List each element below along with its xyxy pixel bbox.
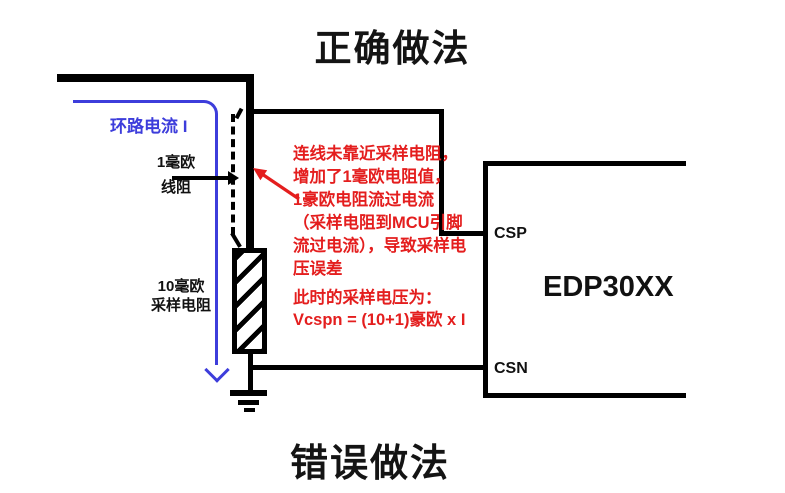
wire-top-horizontal [57,74,254,82]
chip-name-label: EDP30XX [543,271,674,303]
wire-csp-vertical [439,109,444,236]
dashed-wire-top-segment [234,107,244,120]
loop-current-path-vertical [215,120,218,365]
wire-csn-horizontal [250,365,485,370]
sampling-resistor-label-line2: 采样电阻 [150,297,211,314]
ground-bar-bottom [244,408,255,412]
sampling-resistor-symbol [232,248,267,354]
loop-current-label: 环路电流 I [110,117,188,136]
ground-icon [230,390,267,396]
annotation-line: 连线未靠近采样电阻， [293,145,458,163]
wire-resistance-label-line1: 1毫欧 [156,154,196,171]
wire-resistance-arrow-icon [228,171,239,185]
dashed-wire-bottom-segment [230,232,242,248]
pin-label-csn: CSN [494,360,528,377]
annotation-line: （采样电阻到MCU引脚 [293,214,463,232]
wire-resistor-to-ground [248,352,253,394]
annotation-arrow-icon [253,168,300,201]
title-correct-practice: 正确做法 [314,28,471,69]
current-direction-arrow-icon [204,357,230,383]
annotation-line: 压误差 [293,260,343,278]
wire-csp-horizontal-2 [439,231,485,236]
annotation-line: 流过电流），导致采样电 [293,237,467,255]
title-wrong-practice: 错误做法 [289,443,450,485]
annotation-line: 1豪欧电阻流过电流 [293,191,435,209]
chip-outline [483,161,686,398]
formula: Vcspn = (10+1)豪欧 x I [293,311,466,329]
loop-current-path-corner [73,100,218,125]
formula-intro: 此时的采样电压为： [293,289,442,307]
pin-label-csp: CSP [494,225,527,242]
wire-csp-horizontal-1 [254,109,442,114]
ground-bar-middle [238,400,259,405]
annotation-line: 增加了1毫欧电阻值， [293,168,451,186]
wire-main-vertical [246,74,254,250]
sampling-resistor-label-line1: 10毫欧 [157,278,205,295]
wire-resistance-arrow-shaft [172,176,229,180]
wire-resistance-label-line2: 线阻 [160,179,191,196]
